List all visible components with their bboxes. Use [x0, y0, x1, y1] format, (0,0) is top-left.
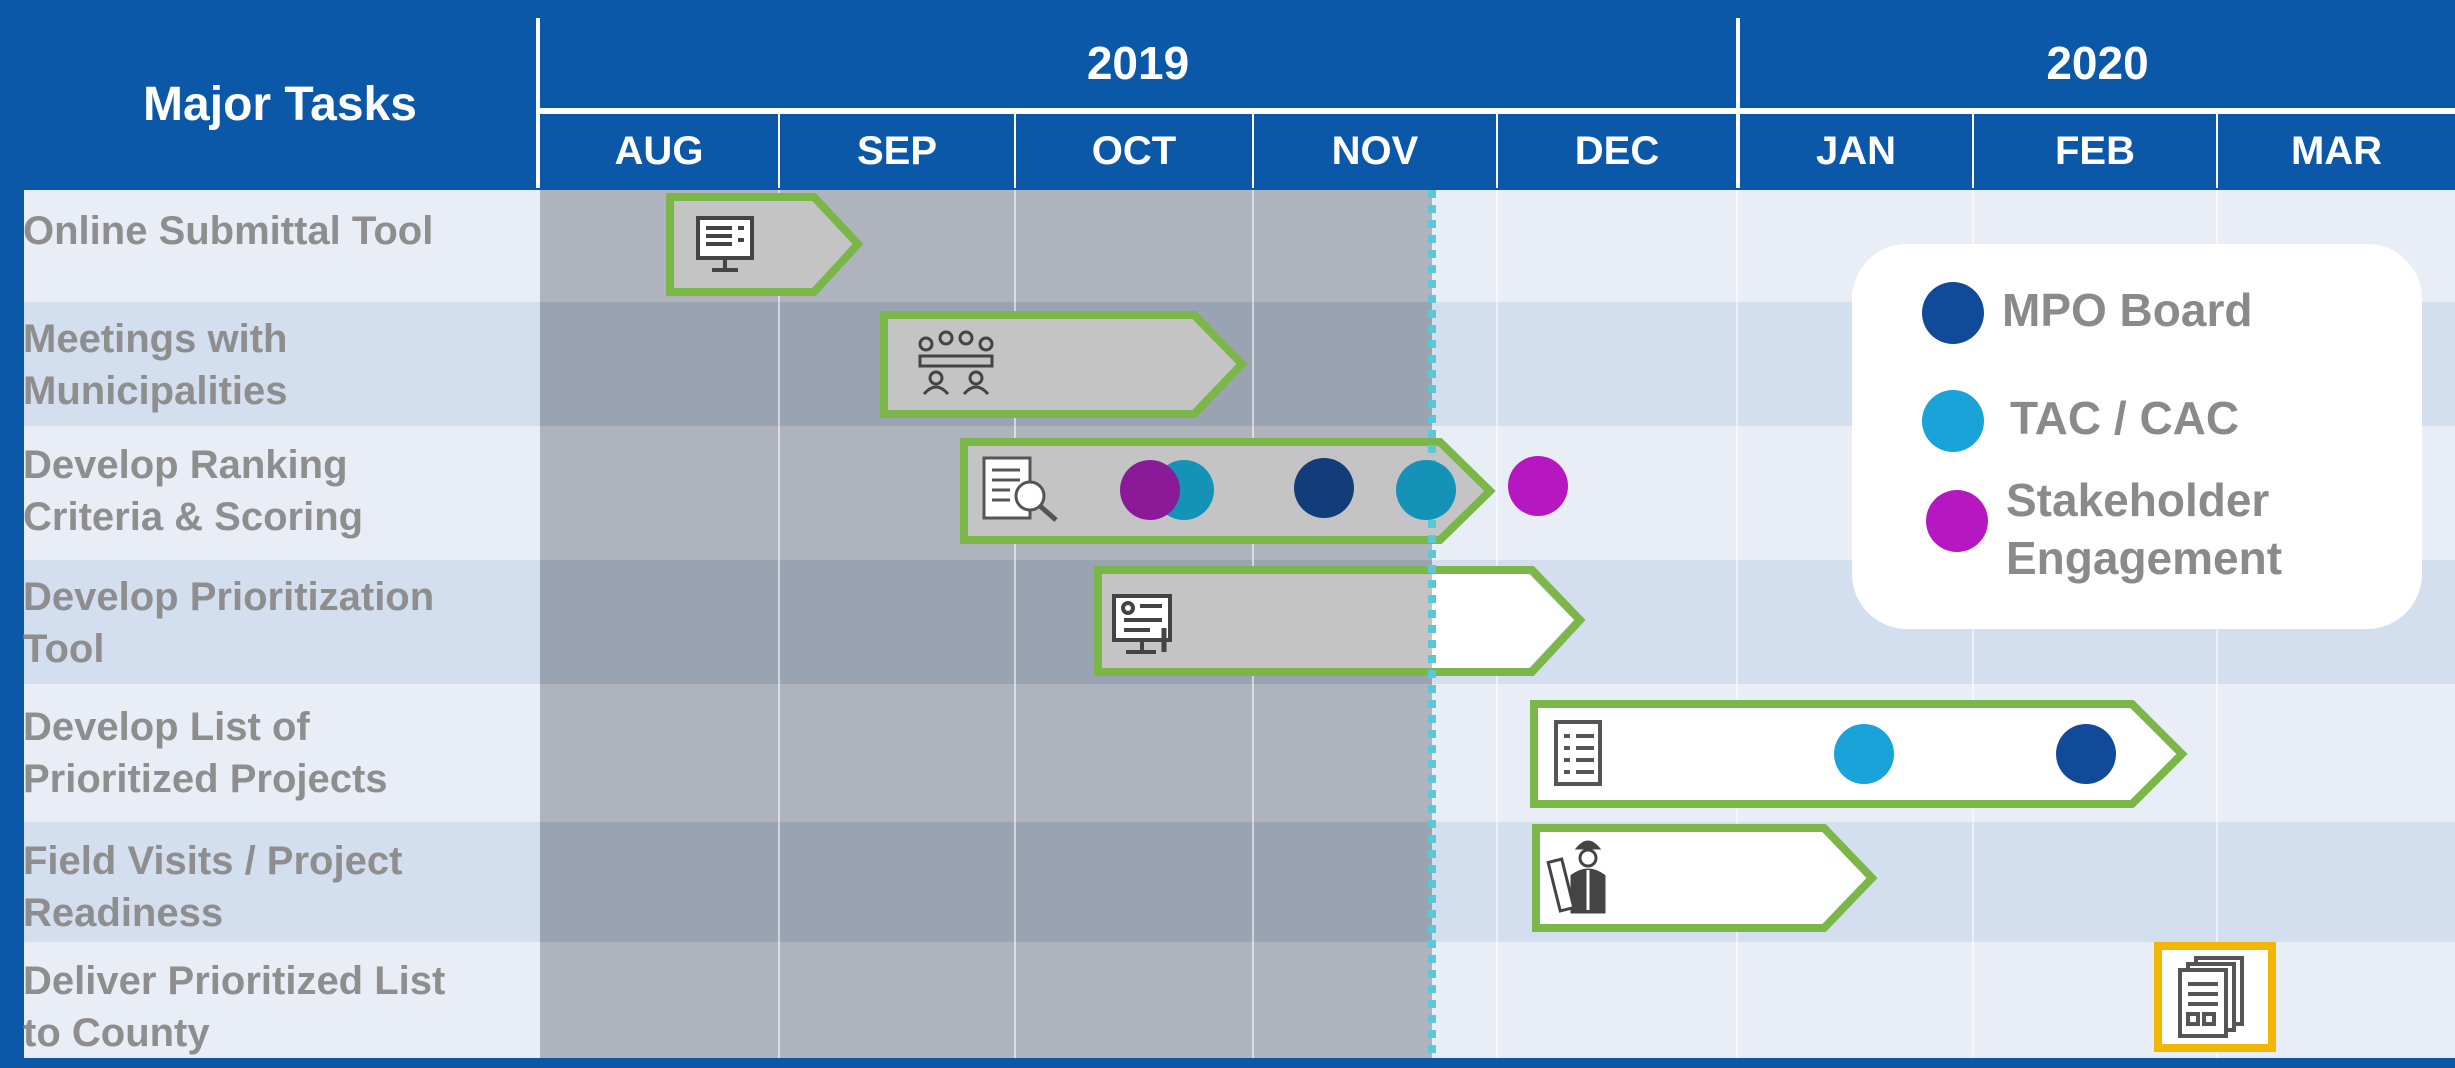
- documents-stack-icon: [2178, 956, 2244, 1038]
- year-label: 2019: [1086, 37, 1190, 89]
- settings-screen-icon: [1112, 594, 1172, 654]
- month-divider: [1252, 114, 1254, 188]
- month-label: SEP: [856, 128, 938, 173]
- month-header-oct: OCT: [1016, 114, 1252, 188]
- month-label: OCT: [1091, 128, 1177, 173]
- year-2020-header: 2020: [1740, 18, 2455, 108]
- month-header-aug: AUG: [540, 114, 778, 188]
- grid-line: [1736, 190, 1738, 1058]
- document-search-icon: [982, 456, 1058, 522]
- month-label: FEB: [2055, 128, 2135, 173]
- year-month-divider: [536, 108, 2455, 114]
- task-label-text: Meetings with: [23, 317, 288, 361]
- month-label: NOV: [1331, 128, 1419, 173]
- task-label-text: Develop List of: [23, 705, 310, 749]
- task-label-deliver-list: Deliver Prioritized List to County: [23, 952, 523, 1062]
- task-label-text: Readiness: [23, 891, 224, 935]
- year-label: 2020: [2046, 37, 2149, 89]
- legend-mpo-board-dot: [1922, 282, 1984, 344]
- month-label: MAR: [2290, 128, 2383, 173]
- task-label-field-visits: Field Visits / Project Readiness: [23, 832, 523, 942]
- task-label-text: Online Submittal Tool: [23, 209, 434, 253]
- task-bar: [880, 311, 1248, 418]
- month-divider: [2216, 114, 2218, 188]
- completed-period-shade: [540, 942, 1432, 1058]
- legend-stakeholder-label: Stakeholder: [2006, 474, 2270, 526]
- monitor-icon: [696, 216, 754, 272]
- mpo-board-dot: [2056, 724, 2116, 784]
- task-label-text: Criteria & Scoring: [23, 495, 364, 539]
- completed-period-shade: [540, 822, 1432, 942]
- major-tasks-header: Major Tasks: [24, 20, 536, 188]
- tac-cac-dot: [1834, 724, 1894, 784]
- stakeholder-dot: [1508, 456, 1568, 516]
- legend-stakeholder-dot: [1926, 490, 1988, 552]
- task-label-text: Develop Prioritization: [23, 575, 435, 619]
- task-label-ranking-criteria: Develop Ranking Criteria & Scoring: [23, 436, 523, 546]
- legend-stakeholder-label: Engagement: [2006, 532, 2283, 584]
- task-bar-remaining: [1432, 574, 1574, 668]
- task-label-text: Municipalities: [23, 369, 288, 413]
- list-icon: [1554, 720, 1602, 786]
- tac-cac-dot: [1396, 460, 1456, 520]
- mpo-board-dot: [1294, 458, 1354, 518]
- month-label: DEC: [1574, 128, 1660, 173]
- month-divider: [1496, 114, 1498, 188]
- task-label-text: Tool: [23, 627, 105, 671]
- task-label-online-submittal: Online Submittal Tool: [23, 196, 523, 266]
- month-divider: [778, 114, 780, 188]
- major-tasks-title: Major Tasks: [143, 77, 417, 131]
- task-bar: [1532, 824, 1878, 932]
- meeting-icon: [918, 330, 994, 396]
- task-label-text: Field Visits / Project: [23, 839, 403, 883]
- task-label-text: Develop Ranking: [23, 443, 348, 487]
- stakeholder-dot: [1120, 460, 1180, 520]
- engineer-icon: [1546, 840, 1606, 914]
- legend: MPO Board TAC / CAC Stakeholder Engageme…: [1852, 244, 2422, 629]
- month-header-jan: JAN: [1740, 114, 1972, 188]
- task-bar: [960, 438, 1496, 544]
- completed-period-shade: [540, 684, 1432, 822]
- month-header-sep: SEP: [780, 114, 1014, 188]
- task-label-list-of-projects: Develop List of Prioritized Projects: [23, 698, 523, 808]
- task-label-meetings: Meetings with Municipalities: [23, 310, 523, 420]
- task-label-prioritization-tool: Develop Prioritization Tool: [23, 568, 523, 678]
- month-header-mar: MAR: [2218, 114, 2455, 188]
- month-header-nov: NOV: [1254, 114, 1496, 188]
- task-label-text: Prioritized Projects: [23, 757, 388, 801]
- month-divider: [1972, 114, 1974, 188]
- grid-line: [778, 190, 780, 1058]
- year-2019-header: 2019: [540, 18, 1736, 108]
- task-label-text: to County: [23, 1011, 210, 1055]
- legend-mpo-board-label: MPO Board: [2002, 284, 2253, 336]
- task-label-text: Deliver Prioritized List: [23, 959, 446, 1003]
- month-divider: [1014, 114, 1016, 188]
- year-divider: [1736, 18, 1740, 188]
- legend-tac-cac-dot: [1922, 390, 1984, 452]
- legend-tac-cac-label: TAC / CAC: [2010, 392, 2240, 444]
- grid-line: [1014, 190, 1016, 1058]
- month-label: JAN: [1815, 128, 1897, 173]
- month-label: AUG: [614, 128, 704, 173]
- header-column-divider: [536, 18, 540, 188]
- month-header-dec: DEC: [1498, 114, 1736, 188]
- month-header-feb: FEB: [1974, 114, 2216, 188]
